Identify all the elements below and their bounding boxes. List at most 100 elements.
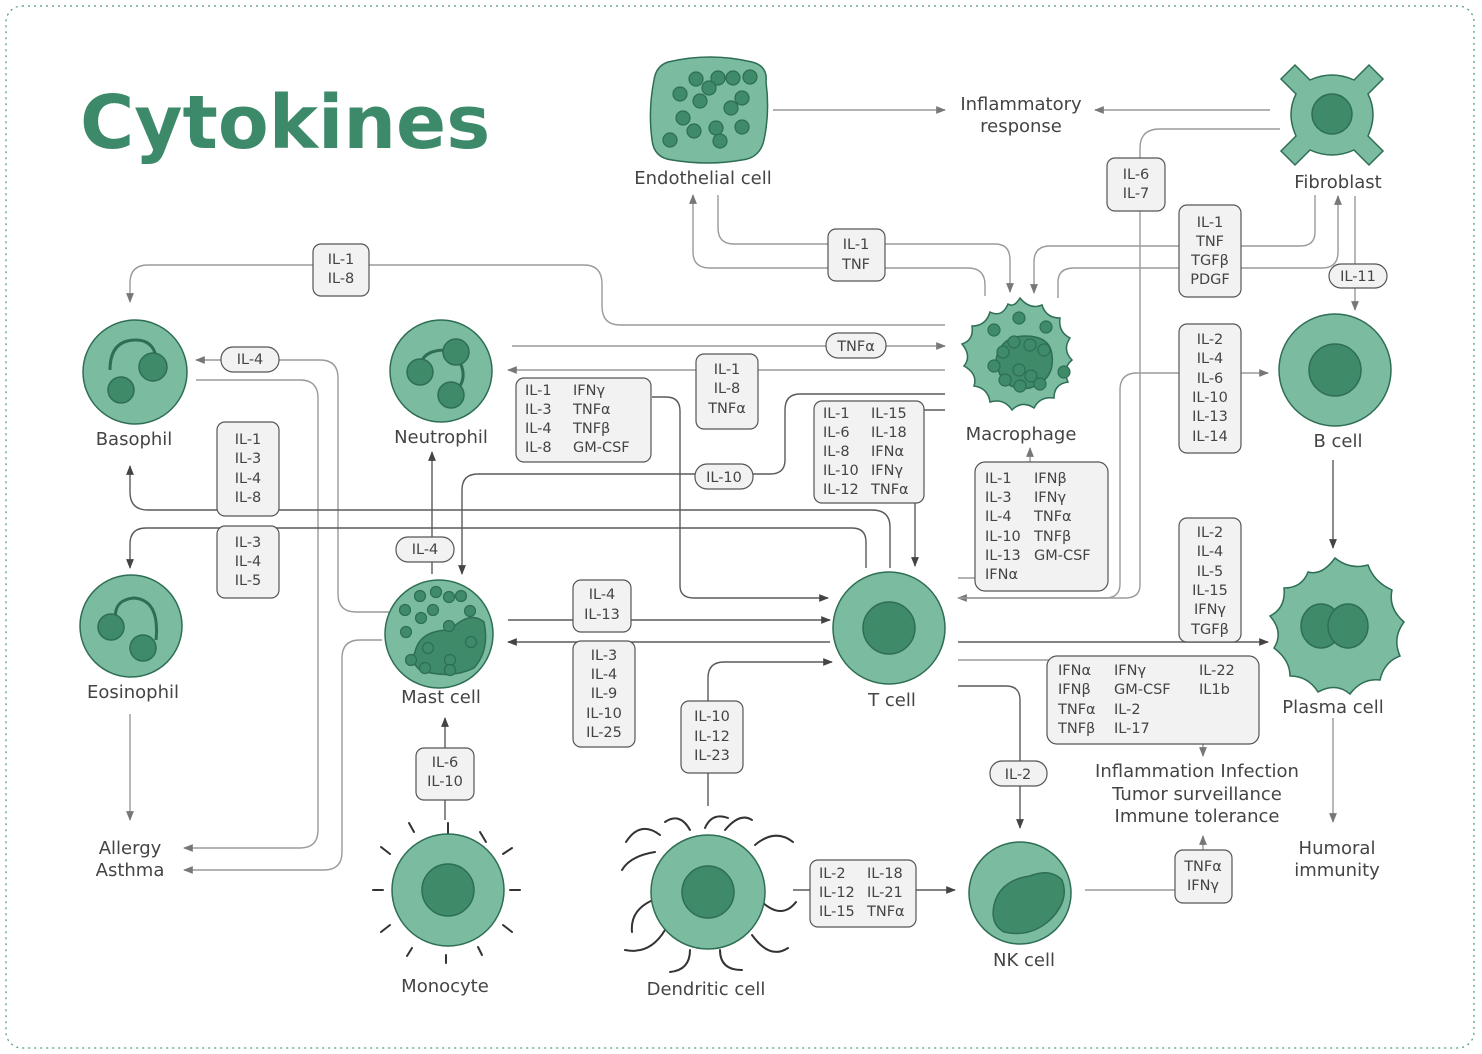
svg-text:IL1b: IL1b bbox=[1199, 682, 1230, 698]
monocyte-cell bbox=[372, 822, 521, 964]
svg-text:IL-8: IL-8 bbox=[714, 381, 741, 397]
svg-text:TNFα: TNFα bbox=[1183, 859, 1222, 875]
cytokine-pill-il4-basophil: IL-4 bbox=[220, 346, 280, 373]
svg-text:TNFα: TNFα bbox=[870, 482, 909, 498]
svg-text:IL-6: IL-6 bbox=[1123, 167, 1150, 183]
monocyte-label: Monocyte bbox=[401, 976, 489, 997]
svg-text:IL-15: IL-15 bbox=[1192, 583, 1228, 599]
svg-text:IL-4: IL-4 bbox=[525, 421, 552, 437]
cytokine-box-dendritic-tcell: IL-10 IL-12 IL-23 bbox=[680, 700, 744, 774]
svg-text:TGFβ: TGFβ bbox=[1190, 253, 1229, 269]
cytokine-pill-il4-mast: IL-4 bbox=[395, 536, 455, 563]
svg-text:IL-2: IL-2 bbox=[1005, 767, 1032, 783]
outcome-humoral-line2: immunity bbox=[1294, 860, 1380, 881]
svg-text:IL-23: IL-23 bbox=[694, 748, 730, 764]
svg-text:IL-18: IL-18 bbox=[867, 866, 903, 882]
cytokine-box-macrophage-tcell: IL-1 IL-15 IL-6 IL-18 IL-8 IFNα IL-10 IF… bbox=[813, 400, 925, 504]
b-cell-label: B cell bbox=[1313, 431, 1362, 452]
svg-text:TNFα: TNFα bbox=[836, 339, 875, 355]
basophil-label: Basophil bbox=[96, 429, 173, 450]
svg-text:IL-18: IL-18 bbox=[871, 425, 907, 441]
svg-text:IL-17: IL-17 bbox=[1114, 721, 1150, 737]
svg-text:GM-CSF: GM-CSF bbox=[1034, 548, 1091, 564]
svg-text:TNFα: TNFα bbox=[866, 904, 905, 920]
svg-text:IL-13: IL-13 bbox=[985, 548, 1021, 564]
outcome-inflammatory-line2: response bbox=[980, 116, 1062, 137]
dendritic-cell-label: Dendritic cell bbox=[647, 979, 766, 1000]
svg-text:TNF: TNF bbox=[1195, 234, 1224, 250]
svg-text:IL-4: IL-4 bbox=[412, 542, 439, 558]
svg-text:TNFβ: TNFβ bbox=[1057, 721, 1095, 737]
macrophage-cell bbox=[960, 296, 1074, 412]
cytokine-box-tcell-effects: IFNα IFNγ IL-22 IFNβ GM-CSF IL1b TNFα IL… bbox=[1046, 655, 1260, 745]
cytokine-box-fibroblast-factors: IL-1 TNF TGFβ PDGF bbox=[1178, 204, 1242, 298]
cytokine-box-plasma-factors: IL-2 IL-4 IL-5 IL-15 IFNγ TGFβ bbox=[1178, 517, 1242, 643]
svg-text:IL-1: IL-1 bbox=[328, 252, 355, 268]
nk-cell-label: NK cell bbox=[993, 950, 1055, 971]
neutrophil-cell bbox=[389, 319, 493, 423]
edge-fibroblast-macrophage bbox=[1030, 195, 1316, 294]
svg-text:IFNγ: IFNγ bbox=[1194, 602, 1226, 618]
mast-cell-label: Mast cell bbox=[401, 687, 481, 708]
plasma-cell-label: Plasma cell bbox=[1282, 697, 1384, 718]
svg-text:IL-6: IL-6 bbox=[432, 755, 459, 771]
svg-text:IL-8: IL-8 bbox=[525, 440, 552, 456]
svg-text:IL-4: IL-4 bbox=[235, 471, 262, 487]
edge-tcell-bcell bbox=[958, 369, 1269, 599]
svg-text:IL-10: IL-10 bbox=[823, 463, 859, 479]
svg-text:IL-8: IL-8 bbox=[328, 271, 355, 287]
outcome-humoral-line1: Humoral bbox=[1299, 838, 1376, 859]
cytokine-box-il4-il13: IL-4 IL-13 bbox=[572, 579, 632, 633]
cytokine-box-il1-tnf: IL-1 TNF bbox=[827, 228, 886, 282]
endothelial-cell bbox=[649, 56, 769, 164]
t-cell-label: T cell bbox=[867, 690, 916, 711]
svg-text:IL-8: IL-8 bbox=[235, 490, 262, 506]
svg-text:TNFα: TNFα bbox=[1033, 509, 1072, 525]
neutrophil-label: Neutrophil bbox=[394, 427, 488, 448]
cytokine-box-il1-il8: IL-1 IL-8 bbox=[312, 243, 370, 297]
svg-text:IL-2: IL-2 bbox=[1197, 332, 1224, 348]
cytokine-box-nk-effects: TNFα IFNγ bbox=[1174, 849, 1233, 904]
svg-text:IL-10: IL-10 bbox=[706, 470, 742, 486]
svg-text:IL-6: IL-6 bbox=[1197, 371, 1224, 387]
outcome-inflammatory-line1: Inflammatory bbox=[960, 94, 1082, 115]
edge-neutrophil-tcell bbox=[652, 396, 829, 602]
svg-text:TNFα: TNFα bbox=[707, 401, 746, 417]
svg-text:IL-5: IL-5 bbox=[1197, 564, 1224, 580]
svg-text:IL-13: IL-13 bbox=[584, 607, 620, 623]
svg-text:IL-1: IL-1 bbox=[714, 362, 741, 378]
cytokine-pill-il10: IL-10 bbox=[694, 463, 754, 490]
svg-text:IL-10: IL-10 bbox=[985, 529, 1021, 545]
cytokine-box-il6-il10: IL-6 IL-10 bbox=[415, 747, 475, 801]
svg-text:IL-15: IL-15 bbox=[871, 406, 907, 422]
svg-text:TNFβ: TNFβ bbox=[1033, 529, 1071, 545]
svg-text:IL-11: IL-11 bbox=[1340, 269, 1376, 285]
edge-fibroblast-tcell-il6 bbox=[957, 128, 1280, 602]
svg-text:IL-1: IL-1 bbox=[823, 406, 850, 422]
outcome-tcell-line3: Immune tolerance bbox=[1115, 806, 1280, 827]
svg-text:TNF: TNF bbox=[841, 257, 870, 273]
cytokine-pill-il11: IL-11 bbox=[1328, 263, 1388, 289]
cytokine-box-il1-il3-il4-il8: IL-1 IL-3 IL-4 IL-8 bbox=[216, 421, 280, 517]
svg-text:IL-9: IL-9 bbox=[591, 686, 618, 702]
edge-tcell-eosinophil bbox=[126, 527, 867, 569]
dendritic-cell bbox=[621, 815, 797, 973]
svg-text:IL-4: IL-4 bbox=[591, 667, 618, 683]
eosinophil-label: Eosinophil bbox=[87, 682, 179, 703]
svg-text:IL-12: IL-12 bbox=[823, 482, 859, 498]
svg-text:IFNα: IFNα bbox=[871, 444, 904, 460]
svg-text:IFNγ: IFNγ bbox=[1114, 663, 1146, 679]
mast-cell bbox=[384, 579, 494, 689]
cytokine-pill-il2: IL-2 bbox=[989, 760, 1048, 787]
svg-text:IL-1: IL-1 bbox=[985, 471, 1012, 487]
svg-text:IL-2: IL-2 bbox=[819, 866, 846, 882]
b-cell bbox=[1278, 313, 1392, 427]
svg-text:IL-25: IL-25 bbox=[586, 725, 622, 741]
svg-text:IL-8: IL-8 bbox=[823, 444, 850, 460]
svg-text:IL-3: IL-3 bbox=[591, 648, 618, 664]
svg-text:IL-10: IL-10 bbox=[427, 774, 463, 790]
svg-text:GM-CSF: GM-CSF bbox=[1114, 682, 1171, 698]
svg-text:IL-6: IL-6 bbox=[823, 425, 850, 441]
svg-text:IFNβ: IFNβ bbox=[1058, 682, 1091, 698]
fibroblast-label: Fibroblast bbox=[1294, 172, 1381, 193]
